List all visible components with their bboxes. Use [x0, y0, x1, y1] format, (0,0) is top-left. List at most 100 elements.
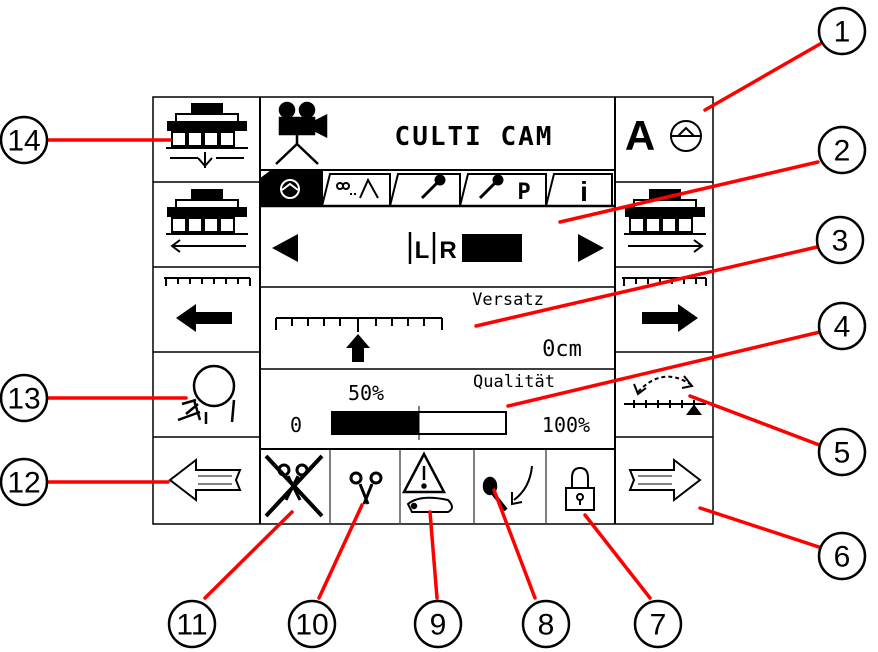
header: CULTI CAM — [275, 101, 554, 165]
tab-tools[interactable] — [389, 173, 461, 207]
callout-2: 2 — [817, 125, 867, 175]
svg-text:1: 1 — [834, 16, 851, 49]
svg-text:11: 11 — [176, 609, 207, 642]
tab-info[interactable]: i — [545, 173, 613, 207]
camera-tripod-icon — [275, 101, 328, 165]
callout-6: 6 — [817, 531, 867, 581]
terminal-screen — [152, 96, 714, 525]
sensor-button[interactable] — [154, 353, 259, 436]
quality-label: Qualität — [473, 372, 555, 392]
steering-wheel-icon — [670, 120, 702, 152]
triangle-left-icon — [272, 234, 298, 262]
svg-text:10: 10 — [295, 609, 328, 642]
center-panel: CULTI CAM — [260, 101, 615, 523]
sensor-ring-icon — [177, 364, 236, 424]
svg-text:5: 5 — [834, 437, 851, 470]
hollow-arrow-left-icon — [168, 457, 242, 503]
offset-section: Versatz 0cm — [260, 290, 615, 370]
machine-shift-right-button[interactable] — [616, 183, 712, 266]
sensor-active-bar — [462, 234, 522, 262]
svg-text:14: 14 — [7, 125, 40, 158]
select-next-button[interactable] — [578, 234, 604, 262]
callout-9: 9 — [413, 599, 463, 649]
sensor-left-label: L — [415, 237, 430, 264]
callout-5: 5 — [817, 427, 867, 477]
scale-arrow-right-icon — [622, 277, 707, 332]
quality-min: 0 — [290, 413, 302, 437]
crossed-scissors-icon — [264, 454, 324, 518]
warning-animal-icon — [401, 451, 453, 513]
machine-center-button[interactable] — [154, 98, 259, 181]
callout-13: 13 — [0, 373, 49, 423]
callout-lines — [38, 42, 824, 600]
tab-auto[interactable] — [261, 171, 323, 206]
wrench-icon — [420, 174, 446, 200]
quality-current: 50% — [348, 381, 384, 405]
callouts: 1 2 3 4 5 6 7 8 — [0, 6, 867, 649]
callout-3: 3 — [815, 215, 865, 265]
offset-value: 0cm — [542, 337, 582, 362]
tab-tools-p[interactable]: P — [459, 173, 547, 207]
triangle-right-icon — [578, 234, 604, 262]
callout-10: 10 — [287, 599, 337, 649]
svg-text:6: 6 — [834, 541, 851, 574]
section-off-status — [264, 454, 324, 518]
sensor-profile-icon — [336, 177, 379, 199]
tab-sensor[interactable] — [321, 173, 391, 207]
svg-text:9: 9 — [430, 609, 447, 642]
scale-arrow-left-icon — [164, 277, 251, 332]
scissors-icon — [349, 471, 383, 505]
callout-8: 8 — [521, 599, 571, 649]
offset-scale — [275, 317, 443, 332]
svg-text:13: 13 — [7, 383, 40, 416]
svg-text:2: 2 — [834, 135, 851, 168]
move-right-button[interactable] — [616, 268, 712, 351]
offset-label: Versatz — [472, 290, 544, 310]
svg-text:4: 4 — [834, 311, 851, 344]
callout-12: 12 — [0, 457, 49, 507]
mode-letter: A — [625, 112, 655, 159]
callout-7: 7 — [633, 599, 683, 649]
svg-text:3: 3 — [832, 225, 849, 258]
machine-center-icon — [166, 103, 248, 168]
quality-bar-fill — [332, 412, 419, 434]
callout-1: 1 — [817, 6, 867, 56]
svg-text:7: 7 — [650, 609, 667, 642]
page-title: CULTI CAM — [395, 122, 554, 152]
arc-scale-icon — [624, 375, 706, 415]
left-button-column — [153, 98, 260, 523]
quality-section: Qualität 50% 0 100% — [290, 372, 590, 440]
lock-status — [565, 466, 595, 511]
tab-bar: P i — [260, 169, 615, 208]
machine-shift-left-button[interactable] — [154, 183, 259, 266]
svg-text:12: 12 — [7, 467, 40, 500]
hollow-arrow-right-icon — [628, 457, 702, 503]
machine-shift-left-icon — [166, 189, 248, 253]
status-bar — [260, 448, 615, 523]
warning-status — [401, 451, 453, 513]
wrench-p-icon — [478, 174, 504, 200]
move-left-button[interactable] — [154, 268, 259, 351]
right-button-column: A — [615, 98, 713, 523]
callout-14: 14 — [0, 115, 49, 165]
callout-4: 4 — [817, 301, 867, 351]
tab-tools-p-label: P — [517, 180, 530, 205]
pin-marker-icon — [482, 465, 533, 512]
quality-max: 100% — [542, 413, 590, 437]
steering-wheel-icon — [280, 179, 300, 199]
callout-11: 11 — [167, 599, 217, 649]
auto-steer-button[interactable]: A — [616, 98, 712, 181]
sensitivity-button[interactable] — [616, 353, 712, 436]
section-cut-status — [349, 471, 383, 505]
offset-pointer-icon — [346, 334, 370, 362]
marker-status — [482, 465, 533, 512]
lock-icon — [565, 466, 595, 511]
sensor-selector: L R — [260, 232, 615, 288]
forward-button[interactable] — [616, 438, 712, 523]
sensor-right-label: R — [439, 237, 456, 264]
svg-text:8: 8 — [538, 609, 555, 642]
select-prev-button[interactable] — [272, 234, 298, 262]
info-icon: i — [580, 176, 588, 207]
back-button[interactable] — [154, 438, 259, 523]
